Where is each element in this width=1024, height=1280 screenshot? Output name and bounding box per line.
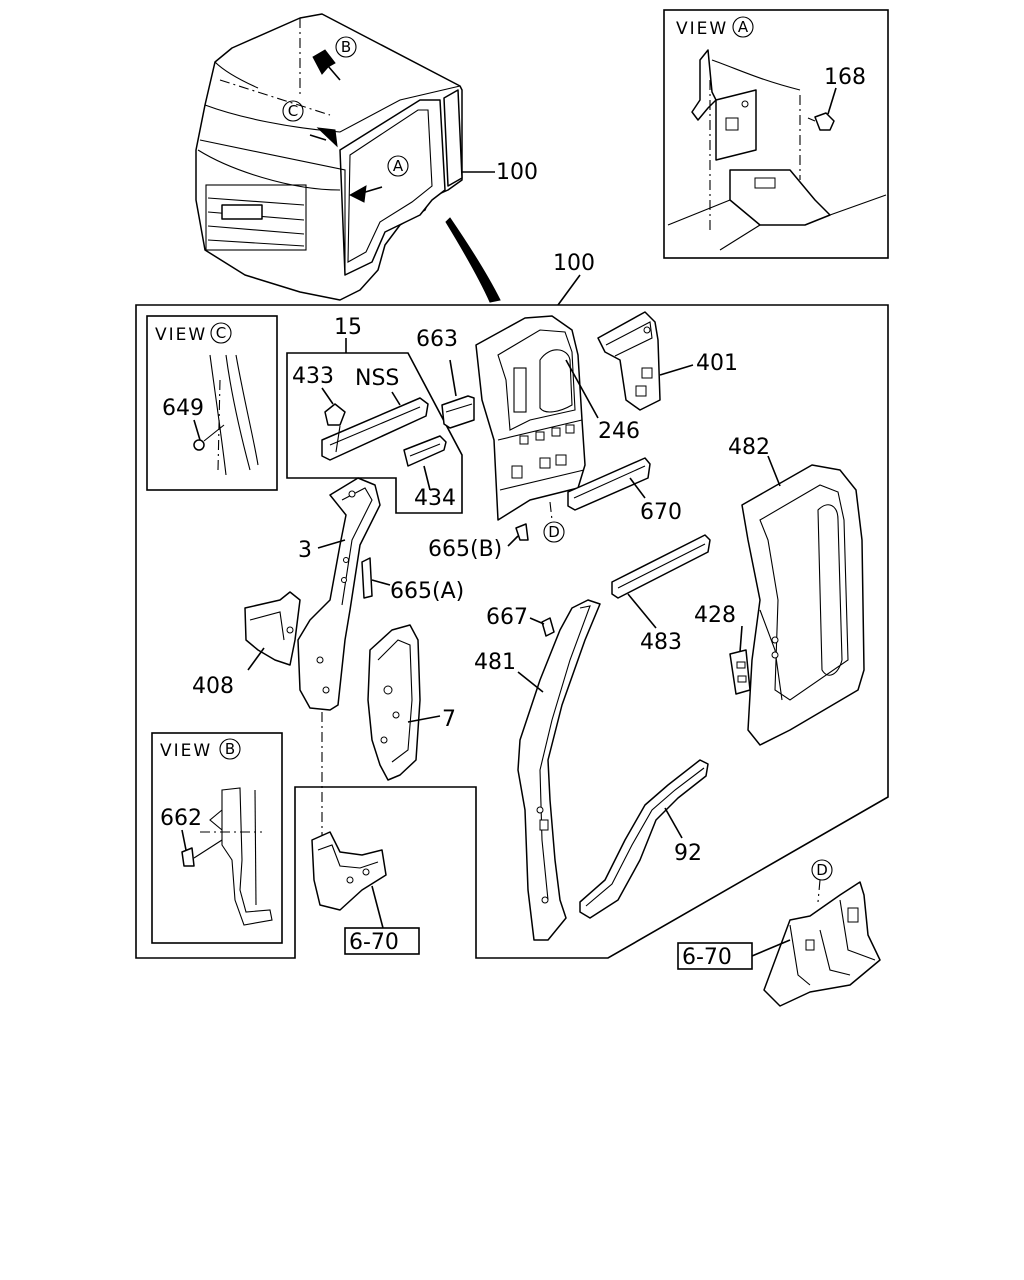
part-482: 482 — [728, 435, 865, 746]
reference-box-right[interactable] — [677, 942, 753, 970]
part-665a: 665(A) — [361, 557, 464, 604]
part-670: 670 — [567, 457, 682, 525]
part-label-649: 649 — [162, 396, 204, 421]
view-a-detail: VIEW A 168 — [663, 9, 889, 259]
part-label-15: 15 — [334, 315, 362, 340]
assembly-boundary — [135, 304, 889, 959]
lower-right-floor: D 6-70 — [677, 859, 881, 1007]
part-7: 7 — [367, 624, 456, 781]
part-663: 663 — [416, 327, 475, 429]
part-label-665b: 665(B) — [428, 537, 502, 562]
part-label-483: 483 — [640, 630, 682, 655]
part-label-434: 434 — [414, 486, 456, 511]
bolt-168-icon — [807, 112, 835, 131]
part-label-433: 433 — [292, 364, 334, 389]
part-label-168: 168 — [824, 65, 866, 90]
part-483: 483 — [611, 534, 711, 655]
marker-letter-d-lower: D — [816, 861, 828, 879]
reference-box-left[interactable] — [344, 927, 420, 955]
part-428: 428 — [694, 603, 751, 695]
marker-letter-d: D — [548, 523, 560, 541]
part-15-group: 15 433 NSS 434 — [286, 315, 463, 514]
marker-circle-c: C — [282, 100, 304, 122]
view-a-letter: A — [738, 18, 749, 36]
marker-letter-a: A — [393, 157, 404, 175]
part-label-662: 662 — [160, 806, 202, 831]
cab-overview: B C A 100 — [195, 13, 538, 303]
view-a-label: VIEW — [676, 19, 728, 39]
part-label-7: 7 — [442, 707, 456, 732]
marker-letter-b: B — [341, 38, 351, 56]
part-3: 3 — [297, 477, 381, 840]
part-667: 667 — [486, 605, 555, 637]
view-c-detail: VIEW C 649 — [146, 315, 278, 491]
part-label-92: 92 — [674, 841, 702, 866]
marker-circle-b: B — [335, 36, 357, 58]
part-label-100-cab: 100 — [496, 160, 538, 185]
part-246: 246 D — [475, 315, 640, 543]
view-b-label: VIEW — [160, 741, 212, 761]
ref-label-right[interactable]: 6-70 — [682, 945, 732, 970]
part-label-482: 482 — [728, 435, 770, 460]
part-401: 401 — [597, 311, 738, 411]
view-c-label: VIEW — [155, 325, 207, 345]
lower-left-bracket: 6-70 — [311, 831, 420, 955]
view-b-detail: VIEW B 662 — [151, 732, 283, 944]
cab-grille — [205, 184, 307, 251]
marker-letter-c: C — [288, 102, 298, 120]
part-label-667: 667 — [486, 605, 528, 630]
arrow-a-icon — [348, 185, 383, 203]
part-label-663: 663 — [416, 327, 458, 352]
ref-label-left[interactable]: 6-70 — [349, 930, 399, 955]
part-label-481: 481 — [474, 650, 516, 675]
arrow-c-icon — [309, 127, 338, 148]
arrow-b-icon — [312, 49, 341, 81]
part-label-100-group: 100 — [553, 251, 595, 276]
part-label-408: 408 — [192, 674, 234, 699]
part-92: 92 — [579, 759, 709, 919]
part-665b: 665(B) — [428, 523, 529, 562]
panel-246-holes — [511, 424, 575, 479]
part-label-246: 246 — [598, 419, 640, 444]
view-c-letter: C — [216, 324, 226, 342]
part-label-3: 3 — [298, 538, 312, 563]
marker-circle-a: A — [387, 155, 409, 177]
part-label-401: 401 — [696, 351, 738, 376]
part-481: 481 — [474, 599, 601, 941]
part-label-665a: 665(A) — [390, 579, 464, 604]
part-label-428: 428 — [694, 603, 736, 628]
view-b-letter: B — [225, 740, 235, 758]
part-408: 408 — [192, 591, 301, 699]
part-label-670: 670 — [640, 500, 682, 525]
part-label-nss: NSS — [355, 366, 399, 391]
